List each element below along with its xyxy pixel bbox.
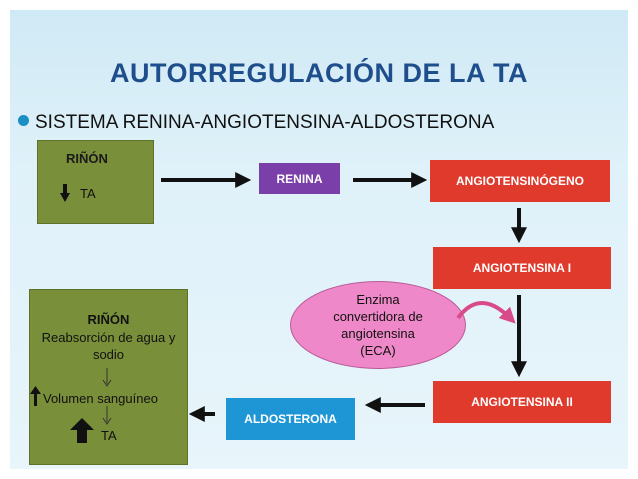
slide-title: AUTORREGULACIÓN DE LA TA [110, 58, 528, 88]
slide-border-left [0, 0, 10, 479]
bullet-dot-icon [18, 115, 29, 126]
kidney-bottom-ta: TA [101, 428, 117, 443]
bullet-row: SISTEMA RENINA-ANGIOTENSINA-ALDOSTERONA [18, 112, 494, 134]
angiotensina-2-box: ANGIOTENSINA II [433, 381, 611, 423]
arrow-down-icon [60, 184, 70, 202]
angiotensina-1-box: ANGIOTENSINA I [433, 247, 611, 289]
kidney-bottom-line-1: Reabsorción de agua y [41, 330, 176, 345]
enzyme-line-3: angiotensina [341, 326, 415, 341]
renina-box: RENINA [259, 163, 340, 194]
enzyme-eca-ellipse: Enzima convertidora de angiotensina (ECA… [290, 281, 466, 369]
slide-border-bottom [0, 469, 638, 479]
thin-arrow-1-head [102, 379, 112, 387]
thin-arrow-2-head [102, 417, 112, 425]
kidney-top-ta: TA [80, 185, 96, 201]
kidney-top-ta-row: TA [60, 184, 96, 202]
arrow-up-small-icon [30, 386, 41, 406]
arrow-up-big-icon [70, 418, 94, 443]
kidney-bottom-heading: RIÑÓN [87, 312, 130, 327]
kidney-bottom-box: RIÑÓN Reabsorción de agua y sodio [29, 289, 188, 465]
enzyme-line-2: convertidora de [333, 309, 423, 324]
kidney-top-heading: RIÑÓN [66, 151, 108, 166]
aldosterona-box: ALDOSTERONA [226, 398, 355, 440]
slide-border-top [0, 0, 638, 10]
kidney-top-box: RIÑÓN TA [37, 140, 154, 224]
enzyme-line-1: Enzima [356, 292, 400, 307]
kidney-bottom-line-3: Volumen sanguíneo [43, 391, 158, 406]
kidney-bottom-line-2: sodio [92, 347, 125, 362]
bullet-text: SISTEMA RENINA-ANGIOTENSINA-ALDOSTERONA [35, 112, 495, 133]
slide-border-right [628, 0, 638, 479]
arrow-enzyme-curve [456, 301, 516, 324]
angiotensinogeno-box: ANGIOTENSINÓGENO [430, 160, 610, 202]
enzyme-line-4: (ECA) [360, 343, 396, 358]
